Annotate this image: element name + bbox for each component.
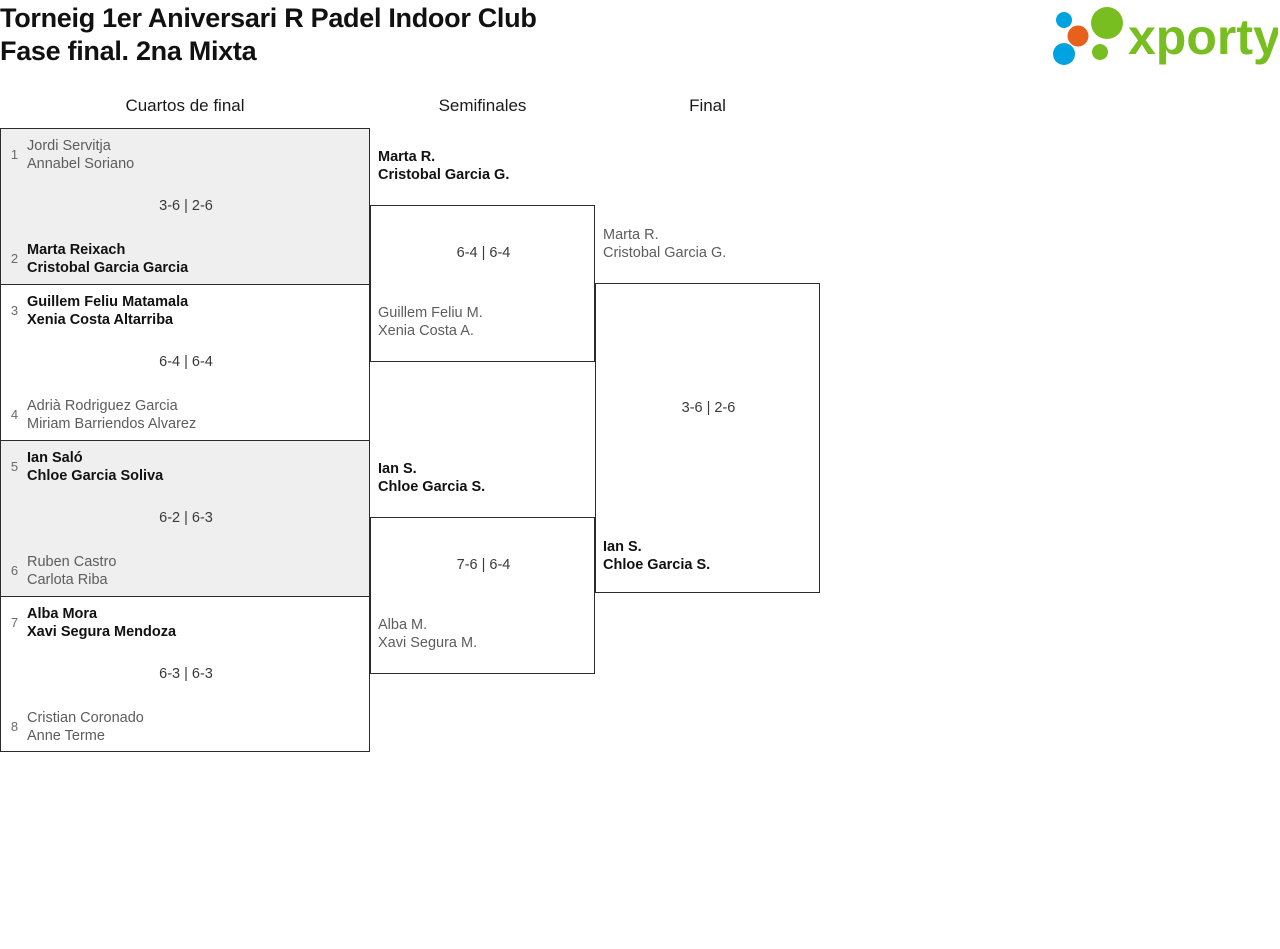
player-name: Alba M. xyxy=(378,617,428,633)
team-entry: Adrià Rodriguez Garcia Miriam Barriendos… xyxy=(27,397,196,433)
seed-number: 7 xyxy=(10,615,19,630)
team-entry: Jordi Servitja Annabel Soriano xyxy=(27,137,134,173)
page-title: Torneig 1er Aniversari R Padel Indoor Cl… xyxy=(0,2,537,68)
quarterfinal-match-4[interactable]: 7 Alba Mora Xavi Segura Mendoza 6-3 | 6-… xyxy=(0,596,370,752)
team-entry: Cristian Coronado Anne Terme xyxy=(27,709,144,745)
seed-number: 8 xyxy=(10,719,19,734)
round-header-quarterfinals: Cuartos de final xyxy=(125,96,245,115)
team-entry: Marta R. Cristobal Garcia G. xyxy=(378,148,593,184)
team-entry: Marta R. Cristobal Garcia G. xyxy=(603,226,818,262)
match-score: 3-6 | 2-6 xyxy=(159,198,213,214)
player-name: Carlota Riba xyxy=(27,572,108,588)
player-name: Anne Terme xyxy=(27,728,105,744)
player-name: Marta R. xyxy=(603,227,659,243)
team-entry: Guillem Feliu Matamala Xenia Costa Altar… xyxy=(27,293,188,329)
match-score: 6-3 | 6-3 xyxy=(159,666,213,682)
player-name: Cristobal Garcia G. xyxy=(603,245,727,261)
logo-dot-green-large xyxy=(1091,7,1123,39)
xporty-logo[interactable]: xporty xyxy=(1050,4,1278,68)
player-name: Marta R. xyxy=(378,149,436,165)
player-name: Chloe Garcia S. xyxy=(378,479,486,495)
team-entry: Guillem Feliu M. Xenia Costa A. xyxy=(378,304,593,340)
player-name: Cristian Coronado xyxy=(27,710,144,726)
team-entry: Alba M. Xavi Segura M. xyxy=(378,616,593,652)
title-line-2: Fase final. 2na Mixta xyxy=(0,36,257,66)
round-header-semifinals: Semifinales xyxy=(438,96,527,115)
logo-dot-orange xyxy=(1067,25,1089,47)
logo-dot-blue-bottom xyxy=(1053,43,1075,65)
player-name: Xenia Costa A. xyxy=(378,323,474,339)
player-name: Jordi Servitja xyxy=(27,138,111,154)
logo-wordmark: xporty xyxy=(1128,9,1278,65)
team-entry: Ruben Castro Carlota Riba xyxy=(27,553,116,589)
quarterfinal-match-3[interactable]: 5 Ian Saló Chloe Garcia Soliva 6-2 | 6-3… xyxy=(0,440,370,596)
team-entry: Marta Reixach Cristobal Garcia Garcia xyxy=(27,241,188,277)
player-name: Xavi Segura M. xyxy=(378,635,478,651)
seed-number: 5 xyxy=(10,459,19,474)
team-entry-champion: Ian S. Chloe Garcia S. xyxy=(603,538,818,574)
match-score: 6-4 | 6-4 xyxy=(456,245,511,261)
title-line-1: Torneig 1er Aniversari R Padel Indoor Cl… xyxy=(0,3,537,33)
player-name: Ian S. xyxy=(603,539,642,555)
semifinal-match-2[interactable]: 7-6 | 6-4 xyxy=(370,517,595,674)
quarterfinal-match-2[interactable]: 3 Guillem Feliu Matamala Xenia Costa Alt… xyxy=(0,284,370,440)
player-name: Xenia Costa Altarriba xyxy=(27,312,174,328)
player-name: Cristobal Garcia Garcia xyxy=(27,260,189,276)
page-header: Torneig 1er Aniversari R Padel Indoor Cl… xyxy=(0,0,1280,80)
seed-number: 4 xyxy=(10,407,19,422)
final-match[interactable]: 3-6 | 2-6 xyxy=(595,283,820,593)
player-name: Chloe Garcia Soliva xyxy=(27,468,164,484)
semifinal-match-1[interactable]: 6-4 | 6-4 xyxy=(370,205,595,362)
player-name: Xavi Segura Mendoza xyxy=(27,624,177,640)
match-score: 7-6 | 6-4 xyxy=(456,557,511,573)
team-entry: Ian S. Chloe Garcia S. xyxy=(378,460,593,496)
match-score: 3-6 | 2-6 xyxy=(681,400,736,416)
team-entry: Alba Mora Xavi Segura Mendoza xyxy=(27,605,176,641)
logo-dot-green-small xyxy=(1092,44,1108,60)
player-name: Guillem Feliu Matamala xyxy=(27,294,189,310)
seed-number: 2 xyxy=(10,251,19,266)
player-name: Chloe Garcia S. xyxy=(603,557,711,573)
round-header-final: Final xyxy=(689,96,726,115)
player-name: Guillem Feliu M. xyxy=(378,305,483,321)
player-name: Ruben Castro xyxy=(27,554,117,570)
seed-number: 3 xyxy=(10,303,19,318)
quarterfinal-match-1[interactable]: 1 Jordi Servitja Annabel Soriano 3-6 | 2… xyxy=(0,128,370,284)
player-name: Adrià Rodriguez Garcia xyxy=(27,398,178,414)
seed-number: 1 xyxy=(10,147,19,162)
player-name: Annabel Soriano xyxy=(27,156,135,172)
logo-dot-blue-top xyxy=(1056,12,1072,28)
team-entry: Ian Saló Chloe Garcia Soliva xyxy=(27,449,163,485)
match-score: 6-2 | 6-3 xyxy=(159,510,213,526)
bracket: 1 Jordi Servitja Annabel Soriano 3-6 | 2… xyxy=(0,128,1280,768)
player-name: Cristobal Garcia G. xyxy=(378,167,510,183)
player-name: Ian Saló xyxy=(27,450,83,466)
player-name: Marta Reixach xyxy=(27,242,126,258)
match-score: 6-4 | 6-4 xyxy=(159,354,213,370)
player-name: Alba Mora xyxy=(27,606,98,622)
player-name: Miriam Barriendos Alvarez xyxy=(27,416,197,432)
player-name: Ian S. xyxy=(378,461,417,477)
seed-number: 6 xyxy=(10,563,19,578)
